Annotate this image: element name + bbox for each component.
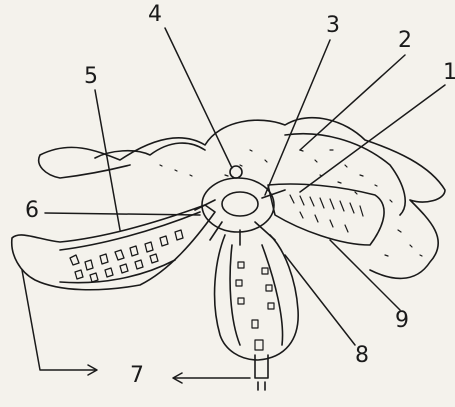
- label-8: 8: [355, 345, 369, 367]
- leader-2: [300, 55, 405, 150]
- label-4: 4: [148, 4, 162, 26]
- foot-outer: [215, 235, 299, 360]
- label-3: 3: [326, 15, 340, 37]
- label-6: 6: [25, 200, 39, 222]
- leader-7-left: [22, 270, 95, 370]
- leader-1: [300, 85, 445, 192]
- label-9: 9: [395, 310, 409, 332]
- foot-cells: [236, 262, 274, 350]
- mantle-inner-fold: [95, 143, 205, 158]
- label-7: 7: [130, 365, 144, 387]
- foot-inner: [230, 245, 282, 345]
- label-2: 2: [398, 30, 412, 52]
- label-5: 5: [84, 66, 98, 88]
- leader-9: [330, 240, 400, 310]
- label-1: 1: [443, 62, 455, 84]
- central-inner: [222, 192, 258, 216]
- leader-6: [45, 213, 200, 215]
- central-body: [202, 178, 274, 232]
- mantle-outline: [39, 118, 445, 279]
- leader-5: [95, 90, 120, 230]
- right-tube-outer: [268, 184, 384, 245]
- right-tube-cells: [290, 195, 363, 232]
